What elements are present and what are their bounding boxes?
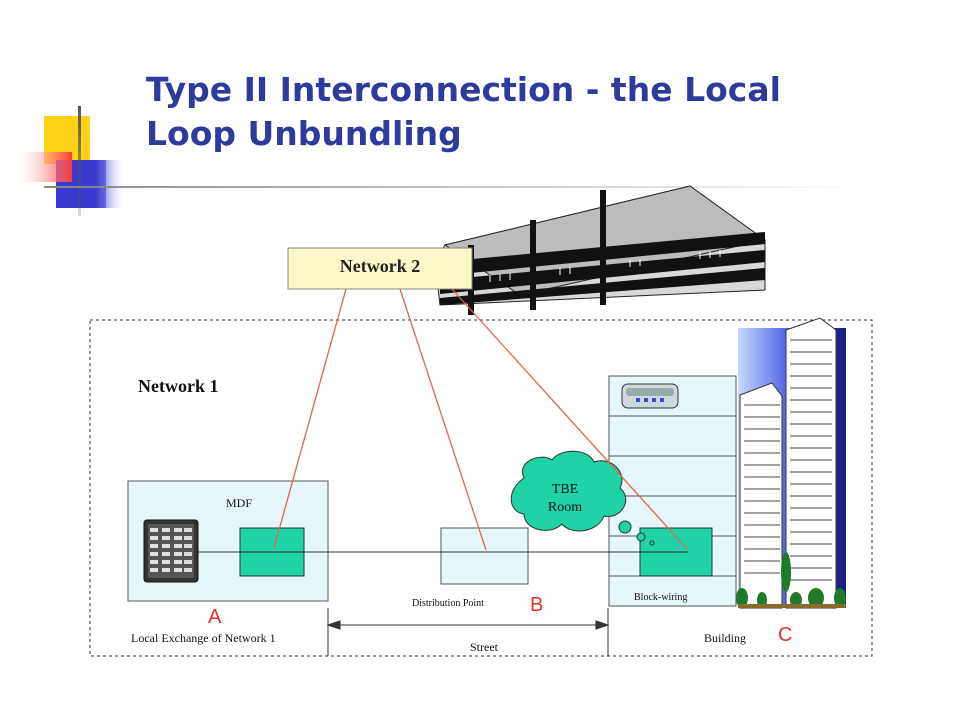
local-exchange-label: Local Exchange of Network 1 [131,631,276,645]
street-arrow [326,608,610,656]
block-wiring-label: Block-wiring [634,592,688,603]
point-b-label: B [530,594,544,616]
building-label: Building [704,631,747,645]
telephone-icon [621,383,679,409]
network-1-boundary [89,319,873,657]
link-to-a [273,288,347,549]
network-2-label: Network 2 [339,256,421,276]
slide-title: Type II Interconnection - the Local Loop… [146,70,781,153]
mdf-label: MDF [226,496,253,510]
link-to-c [451,288,689,551]
corner-logo-icon [12,106,864,216]
distribution-point-label: Distribution Point [412,598,484,609]
interconnection-links [273,288,689,551]
skyscraper-icon [736,317,846,609]
point-a-label: A [208,606,222,628]
switch-cabinet-icon [143,519,199,583]
link-to-b [399,288,487,551]
tbe-room-cloud [510,450,655,546]
tbe-label-line1: TBE [551,482,579,497]
office-building-icon [434,185,767,315]
network-2-box [287,247,473,290]
point-c-label: C [778,624,793,646]
street-label: Street [470,640,498,654]
network-1-label: Network 1 [138,376,219,396]
distribution-point-box [440,527,529,585]
tbe-label-line2: Room [547,500,583,515]
